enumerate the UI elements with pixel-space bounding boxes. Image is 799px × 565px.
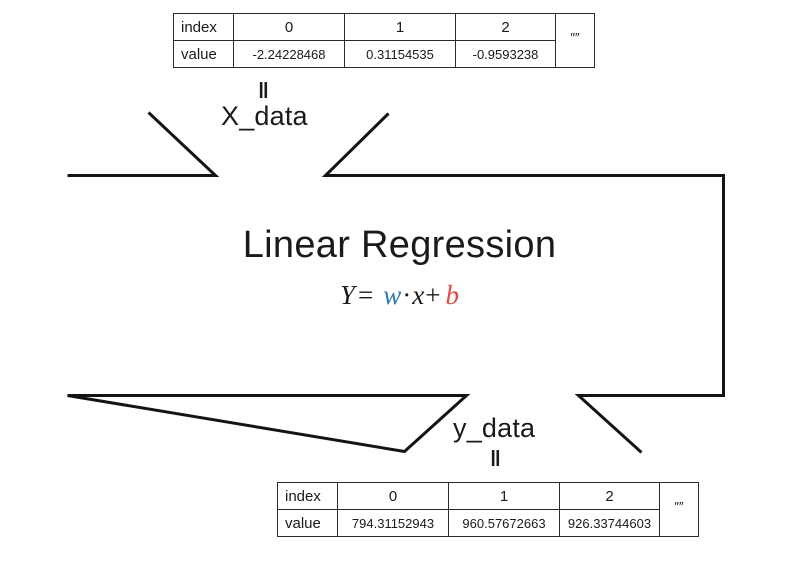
output-ellipsis-cell: ″″ (659, 482, 699, 537)
input-index-2: 2 (455, 13, 556, 41)
linear-regression-equation: Y= w·x+b (0, 280, 799, 311)
output-index-0: 0 (337, 482, 449, 510)
output-equals-symbol: ‖ (490, 446, 503, 471)
output-data-table: index 0 1 2 ″″ value 794.31152943 960.57… (277, 482, 699, 537)
equation-dot-operator: · (402, 280, 412, 310)
input-ellipsis-cell: ″″ (555, 13, 595, 68)
input-equals-symbol: ‖ (258, 78, 271, 103)
equation-equals: = (358, 280, 374, 310)
input-data-table: index 0 1 2 ″″ value -2.24228468 0.31154… (173, 13, 595, 68)
input-index-1: 1 (344, 13, 456, 41)
equation-x-term: x (412, 280, 425, 310)
table-row: index 0 1 2 ″″ (277, 482, 699, 537)
input-value-2: -0.9593238 (455, 40, 556, 68)
output-index-row-header: index (277, 482, 338, 510)
table-row: index 0 1 2 ″″ (173, 13, 595, 68)
input-value-0: -2.24228468 (233, 40, 345, 68)
process-block-title: Linear Regression (242, 224, 557, 266)
input-value-1: 0.31154535 (344, 40, 456, 68)
output-index-1: 1 (448, 482, 560, 510)
output-value-2: 926.33744603 (559, 509, 660, 537)
equation-bias-term: b (445, 280, 460, 310)
output-value-0: 794.31152943 (337, 509, 449, 537)
table-row: value 794.31152943 960.57672663 926.3374… (277, 509, 699, 537)
table-row: value -2.24228468 0.31154535 -0.9593238 (173, 40, 595, 68)
input-value-row-header: value (173, 40, 234, 68)
input-index-row-header: index (173, 13, 234, 41)
equation-weight-term: w (383, 280, 402, 310)
input-index-0: 0 (233, 13, 345, 41)
input-flow-label: X_data (221, 101, 308, 131)
output-flow-label: y_data (453, 413, 536, 443)
equation-plus-operator: + (425, 280, 441, 310)
output-value-1: 960.57672663 (448, 509, 560, 537)
output-value-row-header: value (277, 509, 338, 537)
equation-lhs: Y (340, 280, 356, 310)
output-index-2: 2 (559, 482, 660, 510)
